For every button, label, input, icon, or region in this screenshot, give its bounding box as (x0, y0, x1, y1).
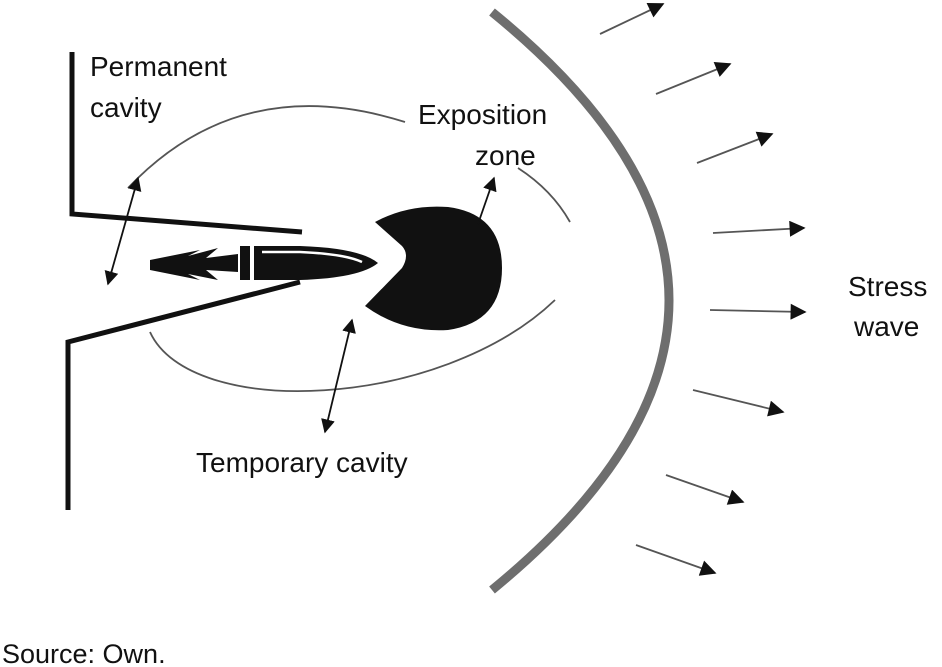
label-temporary-cavity: Temporary cavity (196, 447, 408, 478)
permanent-cavity-upper-wall (69, 52, 303, 235)
temporary-cavity-lower-curve (149, 299, 556, 392)
stress-wave-arrow (599, 2, 665, 35)
exposition-zone-curve (517, 167, 571, 223)
permanent-cavity-lower-wall (65, 279, 301, 510)
label-permanent-cavity: Permanent cavity (90, 51, 235, 123)
stress-wave-arrow (655, 61, 732, 95)
stress-wave-arrows (599, 2, 807, 576)
stress-wave-front (489, 8, 674, 594)
stress-wave-arrow (665, 474, 745, 505)
stress-wave-arrow (692, 389, 785, 417)
stress-wave-arrow (712, 220, 806, 237)
stress-wave-arrow (709, 303, 807, 320)
bullet-icon (150, 246, 378, 280)
temporary-cavity-arrow (321, 318, 356, 434)
permanent-cavity-arrow (104, 176, 142, 286)
exposition-zone-shape (365, 206, 502, 331)
stress-wave-arrow (635, 544, 717, 576)
source-caption: Source: Own. (2, 639, 166, 667)
label-stress-wave: Stress wave (848, 271, 935, 342)
temporary-cavity-upper-curve (127, 105, 406, 189)
stress-wave-arrow (696, 131, 774, 164)
label-exposition-zone: Exposition zone (418, 99, 555, 171)
exposition-zone-arrow (477, 176, 497, 225)
